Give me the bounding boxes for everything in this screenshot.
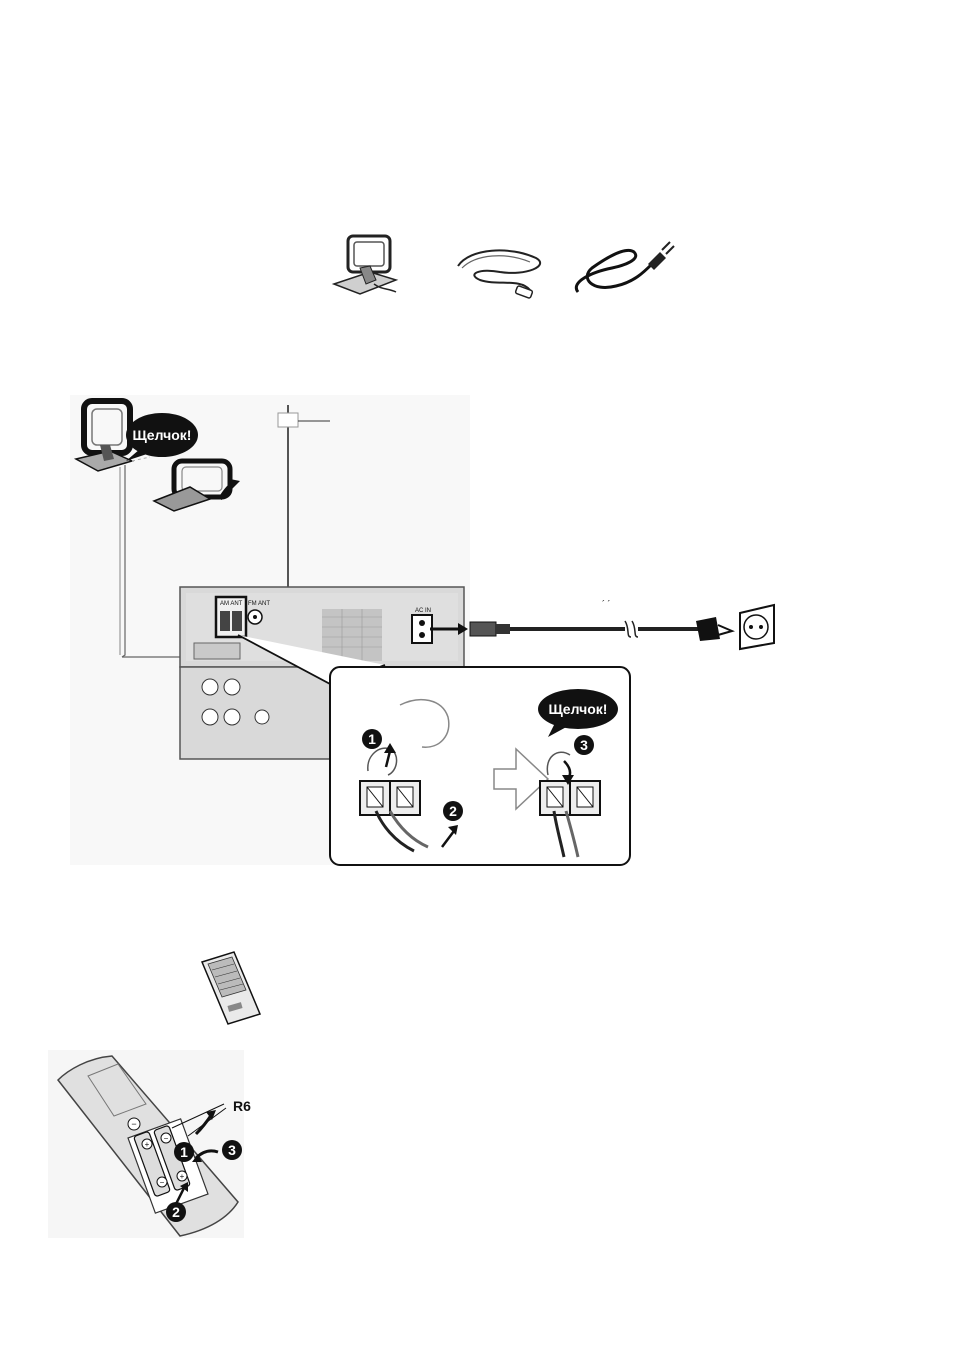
am-ant-label: AM ANT	[220, 601, 243, 607]
step-1-badge: 1	[362, 729, 382, 749]
battery-insertion-diagram: + − − + − 1 2 3	[48, 1050, 248, 1240]
connection-diagram: Щелчок! AM ANT FM ANT	[70, 395, 790, 870]
fm-ant-label: FM ANT	[248, 601, 270, 607]
ac-mains-lead-icon	[576, 242, 674, 292]
svg-text:−: −	[131, 1119, 136, 1129]
remote-control-icon	[198, 950, 264, 1026]
svg-text:´ ´: ´ ´	[602, 599, 611, 609]
click-label-antenna: Щелчок!	[133, 427, 192, 443]
accessories-row	[330, 228, 680, 302]
click-label-terminal: Щелчок!	[549, 701, 608, 717]
terminal-closeup: Щелчок! 1 2 3	[330, 667, 630, 865]
svg-text:2: 2	[172, 1204, 180, 1220]
svg-text:2: 2	[449, 803, 457, 819]
step-2-badge: 2	[443, 801, 463, 821]
battery-step-3-badge: 3	[222, 1140, 242, 1160]
battery-type-label: R6	[233, 1098, 251, 1114]
ac-in-label: AC IN	[415, 608, 431, 614]
wall-socket-icon	[740, 605, 774, 649]
svg-text:−: −	[160, 1178, 165, 1187]
svg-text:+: +	[180, 1172, 185, 1181]
battery-step-1-badge: 1	[174, 1142, 194, 1162]
svg-text:3: 3	[580, 737, 588, 753]
svg-text:3: 3	[228, 1142, 236, 1158]
svg-text:+: +	[145, 1140, 150, 1149]
svg-text:1: 1	[368, 731, 376, 747]
fm-indoor-antenna-icon	[458, 250, 540, 298]
battery-step-2-badge: 2	[166, 1202, 186, 1222]
am-loop-antenna-icon	[334, 236, 396, 294]
svg-text:−: −	[164, 1134, 169, 1143]
mains-lead: ´ ´	[430, 599, 732, 641]
step-3-badge: 3	[574, 735, 594, 755]
svg-text:1: 1	[180, 1144, 188, 1160]
